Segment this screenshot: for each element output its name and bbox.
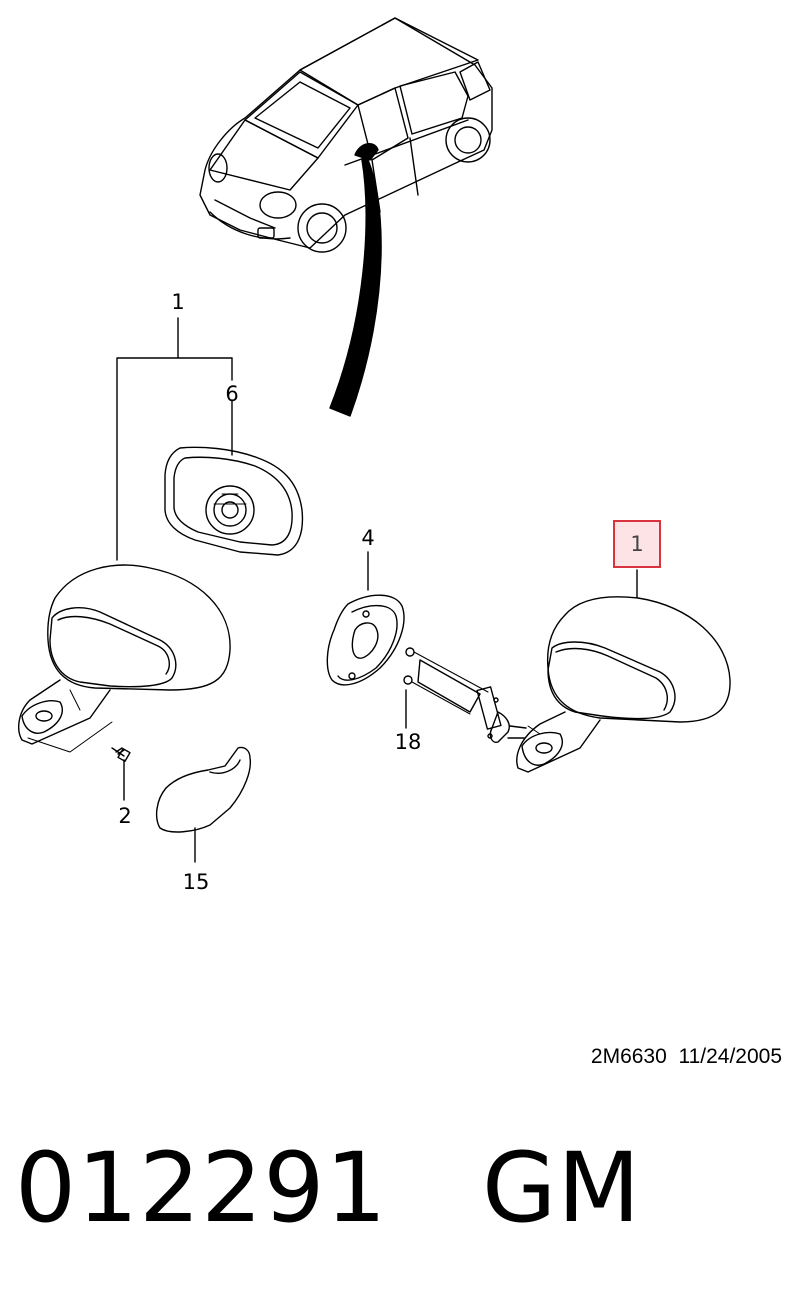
callout-18: 18 xyxy=(394,730,422,754)
callout-6: 6 xyxy=(225,382,239,406)
location-arrow xyxy=(329,151,382,417)
mirror-cover xyxy=(155,746,252,863)
diagram-date: 11/24/2005 xyxy=(678,1045,782,1068)
document-reference: 2M6630 11/24/2005 xyxy=(591,1045,782,1069)
callout-15: 15 xyxy=(182,870,210,894)
right-mirror-assembly xyxy=(516,569,731,773)
mirror-mount-bolts xyxy=(403,647,527,743)
callout-1-right-highlighted[interactable]: 1 xyxy=(613,520,661,568)
diagram-code: 2M6630 xyxy=(590,1045,667,1068)
callout-4: 4 xyxy=(361,526,375,550)
part-number: 012291 xyxy=(15,1132,388,1244)
mirror-glass xyxy=(164,399,304,556)
callout-2: 2 xyxy=(118,804,132,828)
brand-name: GM xyxy=(482,1132,642,1244)
mounting-plate xyxy=(326,551,405,686)
callout-1-left: 1 xyxy=(171,290,185,314)
left-mirror-assembly xyxy=(18,317,233,801)
car-illustration xyxy=(199,17,493,253)
footer: 012291 GM xyxy=(15,1128,641,1248)
